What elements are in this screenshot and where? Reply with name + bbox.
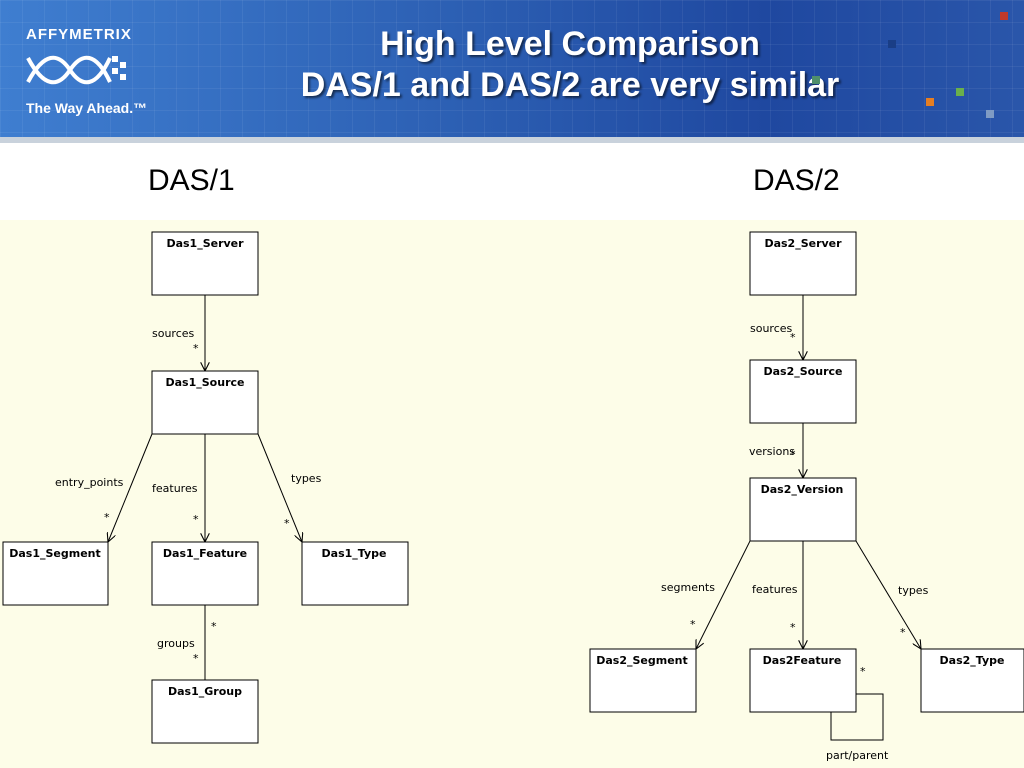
- affymetrix-logo: AFFYMETRIX The Way Ahead.™: [20, 20, 180, 130]
- title-line-1: High Level Comparison: [380, 25, 760, 63]
- das2-types-association: [855, 540, 921, 649]
- das2-feature-class: Das2Feature: [749, 648, 857, 713]
- svg-text:Das2Feature: Das2Feature: [763, 654, 842, 667]
- das2-part-parent-multiplicity: *: [860, 665, 866, 678]
- das1-groups-multiplicity-top: *: [211, 620, 217, 633]
- das1-type-class: Das1_Type: [301, 541, 409, 606]
- das1-sources-multiplicity: *: [193, 342, 199, 355]
- das1-sources-label: sources: [152, 327, 195, 340]
- das2-sources-label: sources: [750, 322, 793, 335]
- das2-segment-class: Das2_Segment: [589, 648, 697, 713]
- svg-text:Das2_Server: Das2_Server: [764, 237, 842, 250]
- das2-features-multiplicity: *: [790, 621, 796, 634]
- das1-types-association: [257, 433, 302, 542]
- das1-entry-points-multiplicity: *: [104, 511, 110, 524]
- svg-text:Das2_Type: Das2_Type: [940, 654, 1005, 667]
- svg-text:Das1_Group: Das1_Group: [168, 685, 242, 698]
- das1-groups-label: groups: [157, 637, 195, 650]
- svg-text:Das1_Server: Das1_Server: [166, 237, 244, 250]
- deco-square: [1000, 12, 1008, 20]
- das1-features-multiplicity: *: [193, 513, 199, 526]
- logo-helix-icon: [26, 55, 126, 85]
- deco-square: [926, 98, 934, 106]
- deco-square: [956, 88, 964, 96]
- header-underline: [0, 137, 1024, 143]
- das1-group-class: Das1_Group: [151, 679, 259, 744]
- title-line-2: DAS/1 and DAS/2 are very similar: [300, 66, 840, 104]
- das2-part-parent-label: part/parent: [826, 749, 889, 762]
- das2-version-class: Das2_Version: [749, 477, 857, 542]
- logo-brand: AFFYMETRIX: [26, 26, 132, 43]
- das1-server-class: Das1_Server: [151, 231, 259, 296]
- svg-text:Das2_Segment: Das2_Segment: [596, 654, 688, 667]
- das2-source-class: Das2_Source: [749, 359, 857, 424]
- column-heading-band: [0, 143, 1024, 220]
- svg-text:Das1_Type: Das1_Type: [322, 547, 387, 560]
- das1-entry-points-label: entry_points: [55, 476, 124, 489]
- das2-segments-multiplicity: *: [690, 618, 696, 631]
- das2-heading: DAS/2: [753, 164, 840, 197]
- das1-feature-class: Das1_Feature: [151, 541, 259, 606]
- das2-type-class: Das2_Type: [920, 648, 1024, 713]
- das2-versions-label: versions: [749, 445, 795, 458]
- svg-text:Das1_Feature: Das1_Feature: [163, 547, 247, 560]
- logo-tagline: The Way Ahead.™: [26, 100, 148, 116]
- deco-square: [812, 76, 820, 84]
- slide-header: AFFYMETRIX The Way Ahead.™ High Level Co…: [0, 0, 1024, 143]
- das2-versions-multiplicity: *: [790, 448, 796, 461]
- das1-groups-multiplicity-bottom: *: [193, 652, 199, 665]
- das2-types-multiplicity: *: [900, 626, 906, 639]
- das2-part-parent-association: [830, 693, 884, 741]
- svg-text:Das1_Segment: Das1_Segment: [9, 547, 101, 560]
- deco-square: [888, 40, 896, 48]
- das1-types-multiplicity: *: [284, 517, 290, 530]
- das1-features-label: features: [152, 482, 198, 495]
- svg-text:Das2_Source: Das2_Source: [764, 365, 843, 378]
- header-pattern: [0, 0, 1024, 143]
- das1-source-class: Das1_Source: [151, 370, 259, 435]
- das2-types-label: types: [898, 584, 929, 597]
- das1-entry-points-association: [108, 433, 153, 542]
- svg-text:Das1_Source: Das1_Source: [166, 376, 245, 389]
- das2-server-class: Das2_Server: [749, 231, 857, 296]
- page-title: High Level Comparison DAS/1 and DAS/2 ar…: [180, 24, 960, 106]
- das1-segment-class: Das1_Segment: [2, 541, 109, 606]
- das2-features-label: features: [752, 583, 798, 596]
- svg-text:Das2_Version: Das2_Version: [761, 483, 844, 496]
- deco-square: [986, 110, 994, 118]
- das2-segments-association: [696, 540, 751, 649]
- das1-types-label: types: [291, 472, 322, 485]
- das2-sources-multiplicity: *: [790, 331, 796, 344]
- das1-heading: DAS/1: [148, 164, 235, 197]
- das2-segments-label: segments: [661, 581, 715, 594]
